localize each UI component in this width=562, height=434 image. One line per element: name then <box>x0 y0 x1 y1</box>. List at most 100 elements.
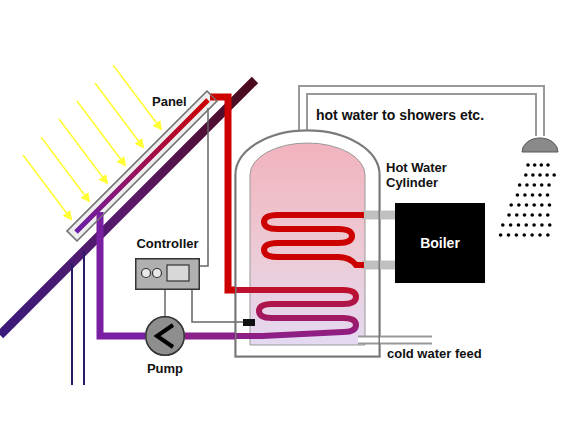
boiler-coil <box>264 215 364 265</box>
controller-display <box>167 265 189 281</box>
panel-outline <box>67 91 217 241</box>
controller-box: Controller <box>135 258 200 290</box>
node-label: Pump <box>147 361 183 376</box>
water-drop <box>532 203 536 207</box>
pump-chevron <box>157 325 173 347</box>
sun-ray <box>77 101 125 165</box>
water-drop <box>525 203 529 207</box>
water-drop <box>526 163 530 167</box>
boiler-body <box>395 203 485 283</box>
water-drop <box>517 203 521 207</box>
control-wire <box>164 290 166 316</box>
water-drop <box>525 183 529 187</box>
wall-line <box>71 263 73 385</box>
water-drop <box>538 173 542 177</box>
cold-water-pipe <box>358 336 432 345</box>
water-drop <box>524 173 528 177</box>
water-drop <box>538 213 542 217</box>
cold-water-pipe <box>358 338 432 343</box>
node-outline <box>145 316 185 356</box>
node-label: Hot Water Cylinder <box>386 160 466 190</box>
water-drop <box>499 233 503 237</box>
sun-ray <box>23 155 71 219</box>
water-drop <box>546 163 550 167</box>
boiler-pipe <box>380 211 395 220</box>
node-outline <box>235 130 380 357</box>
water-drop <box>530 233 534 237</box>
water-drop <box>546 233 550 237</box>
water-drop <box>547 183 551 187</box>
control-wire <box>192 290 235 322</box>
water-drop <box>533 163 537 167</box>
hot-water-cylinder: Hot Water Cylinder <box>235 130 380 357</box>
water-drop <box>538 233 542 237</box>
sun-rays <box>23 65 161 219</box>
node-outline <box>135 258 200 290</box>
temperature-sensor <box>243 319 255 326</box>
water-drop <box>531 193 535 197</box>
water-drop <box>548 203 552 207</box>
pipe-label: hot water to showers etc. <box>315 108 485 123</box>
water-drop <box>518 183 522 187</box>
water-drop <box>507 233 511 237</box>
boiler-pipe <box>380 261 395 270</box>
node-label: Boiler <box>420 235 460 252</box>
return-pipe <box>185 333 235 340</box>
solar-coil <box>235 290 356 336</box>
water-drop <box>540 163 544 167</box>
water-drop <box>509 223 513 227</box>
solar-panel: Panel <box>62 88 217 246</box>
node-outline <box>62 88 217 246</box>
water-drops <box>499 163 556 237</box>
panel-frame <box>67 91 217 241</box>
shower-head <box>522 138 558 152</box>
sun-ray <box>59 119 107 183</box>
water-drop <box>509 203 513 207</box>
water-drop <box>548 223 552 227</box>
water-drop <box>546 213 550 217</box>
pump-body <box>145 316 185 356</box>
pump-outline <box>146 317 185 356</box>
roof <box>0 80 255 335</box>
boiler-box: Boiler <box>395 203 485 283</box>
node-label: Controller <box>136 236 198 251</box>
water-drop <box>531 173 535 177</box>
water-drop <box>533 183 537 187</box>
water-drop <box>523 193 527 197</box>
boiler-pipe <box>362 211 380 220</box>
water-drop <box>538 193 542 197</box>
water-drop <box>523 213 527 217</box>
water-drop <box>530 213 534 217</box>
wall-line <box>83 251 85 385</box>
sensor-wire <box>207 108 209 246</box>
water-drop <box>532 223 536 227</box>
water-drop <box>540 223 544 227</box>
water-drop <box>540 203 544 207</box>
flow-pipe <box>217 97 235 290</box>
controller-body <box>135 258 200 290</box>
water-drop <box>524 223 528 227</box>
control-wire <box>200 246 208 266</box>
controller-outline <box>136 259 200 290</box>
boiler-pipe <box>362 261 380 270</box>
water-drop <box>545 173 549 177</box>
water-drop <box>507 213 511 217</box>
sun-ray <box>95 83 143 147</box>
water-drop <box>501 223 505 227</box>
water-drop <box>515 233 519 237</box>
panel-tube <box>76 100 208 232</box>
water-drop <box>540 183 544 187</box>
sun-ray <box>41 137 89 201</box>
return-pipe-stub <box>97 212 104 246</box>
pump-symbol: Pump <box>145 316 185 356</box>
water-drop <box>552 173 556 177</box>
water-drop <box>522 233 526 237</box>
controller-dial <box>142 269 151 278</box>
cylinder-outline <box>236 131 380 357</box>
node-label: Panel <box>152 94 187 109</box>
pipe-label: cold water feed <box>386 346 483 361</box>
water-drop <box>515 213 519 217</box>
water-drop <box>516 193 520 197</box>
water-drop <box>546 193 550 197</box>
